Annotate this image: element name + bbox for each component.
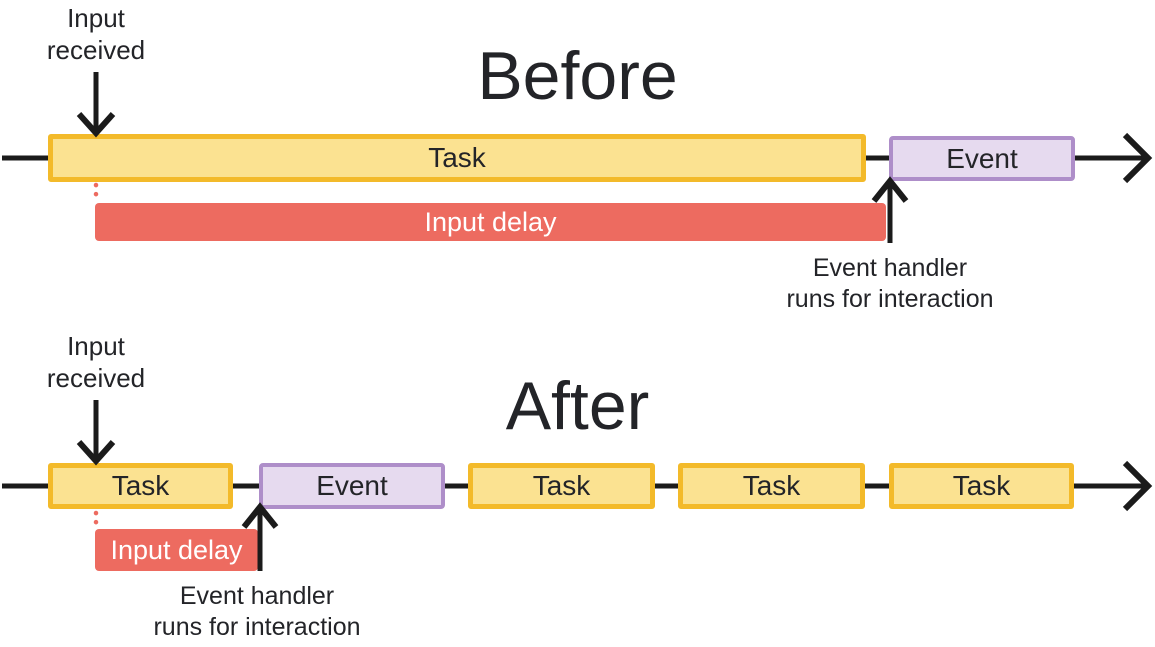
after-title: After — [505, 368, 650, 444]
before-event-label: Event — [946, 142, 1018, 174]
after-input-delay-label: Input delay — [110, 534, 243, 565]
after-event-bar: Event — [259, 463, 445, 509]
after-task-label-2: Task — [532, 470, 591, 501]
after-input-arrowhead-icon — [76, 439, 116, 466]
before-title: Before — [477, 38, 678, 114]
before-event-handler-label: Event handler runs for interaction — [740, 253, 1040, 315]
after-task-bar-3: Task — [678, 463, 865, 509]
after-event-handler-line2: runs for interaction — [153, 613, 361, 641]
after-task-bar-2: Task — [468, 463, 655, 509]
after-task-bar-1: Task — [48, 463, 233, 509]
after-task-label-3: Task — [742, 470, 801, 501]
before-input-delay-bar: Input delay — [95, 203, 886, 241]
after-event-label: Event — [316, 470, 388, 501]
after-input-delay-bar: Input delay — [95, 529, 258, 571]
before-input-received-label: Input received — [46, 3, 146, 65]
before-handler-arrowhead-icon — [871, 176, 909, 203]
before-event-handler-line1: Event handler — [812, 254, 968, 282]
before-task-label: Task — [428, 142, 486, 173]
after-task-bar-4: Task — [889, 463, 1074, 509]
after-task-label-1: Task — [111, 470, 170, 501]
before-task-bar: Task — [48, 134, 866, 182]
before-event-handler-line2: runs for interaction — [786, 285, 994, 313]
after-event-handler-line1: Event handler — [179, 582, 335, 610]
after-input-received-label: Input received — [46, 331, 146, 393]
before-input-arrowhead-icon — [76, 111, 116, 138]
after-task-label-4: Task — [952, 470, 1011, 501]
before-timeline-arrowhead-icon — [1122, 132, 1153, 184]
before-input-delay-label: Input delay — [424, 206, 557, 237]
after-timeline-arrowhead-icon — [1122, 460, 1153, 512]
after-event-handler-label: Event handler runs for interaction — [107, 581, 407, 643]
after-handler-arrowhead-icon — [241, 502, 279, 529]
before-event-bar: Event — [889, 136, 1075, 181]
